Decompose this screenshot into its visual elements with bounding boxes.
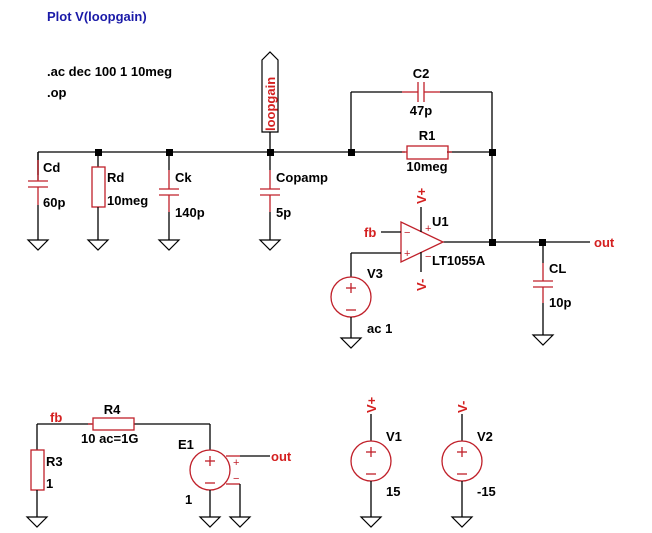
r4-name: R4: [104, 402, 121, 417]
cl-name: CL: [549, 261, 566, 276]
ac-directive[interactable]: .ac dec 100 1 10meg: [47, 64, 172, 79]
resistor-r3[interactable]: R3 1: [26, 449, 63, 528]
voltage-source-v1[interactable]: V+ V1 15: [350, 396, 402, 528]
e1-out-plus-sign: +: [233, 457, 239, 469]
voltage-source-v2[interactable]: V- V2 -15: [441, 401, 496, 528]
e1-name: E1: [178, 437, 194, 452]
v3-name: V3: [367, 266, 383, 281]
ground-icon: [87, 239, 109, 251]
v1-value: 15: [386, 484, 400, 499]
copamp-value: 5p: [276, 205, 291, 220]
ground-icon: [259, 239, 281, 251]
junction-opamp-out: [489, 239, 496, 246]
net-label-fb-bottom: fb: [50, 410, 62, 425]
resistor-r4[interactable]: R4 10 ac=1G: [81, 402, 138, 446]
e1-value: 1: [185, 492, 192, 507]
capacitor-ck[interactable]: Ck 140p: [158, 152, 205, 251]
u1-vminus-label: V-: [414, 279, 429, 291]
cd-value: 60p: [43, 195, 65, 210]
resistor-rd[interactable]: Rd 10meg: [87, 152, 148, 251]
ck-name: Ck: [175, 170, 192, 185]
junctions: [95, 149, 546, 246]
r4-value: 10 ac=1G: [81, 431, 138, 446]
c2-value: 47p: [410, 103, 432, 118]
c2-name: C2: [413, 66, 430, 81]
ground-icon: [199, 516, 221, 528]
vcvs-e1[interactable]: + − E1 1: [178, 437, 270, 528]
net-flag-loopgain[interactable]: loopgain: [261, 51, 279, 133]
ground-icon: [340, 337, 362, 349]
resistor-r1[interactable]: R1 10meg: [402, 128, 452, 174]
capacitor-cd[interactable]: Cd 60p: [27, 152, 65, 251]
net-label-loopgain: loopgain: [263, 77, 278, 131]
opamp-u1[interactable]: − + + − V+ V- U1 LT1055A: [351, 187, 486, 291]
ground-icon: [229, 516, 251, 528]
ground-icon: [158, 239, 180, 251]
ck-value: 140p: [175, 205, 205, 220]
cl-value: 10p: [549, 295, 571, 310]
ground-icon: [26, 516, 48, 528]
supply-plus-sign: +: [425, 223, 431, 235]
ground-icon: [532, 334, 554, 346]
op-directive[interactable]: .op: [47, 85, 67, 100]
ground-icon: [27, 239, 49, 251]
opamp-plus-sign: +: [404, 248, 410, 260]
junction-c2-right: [489, 149, 496, 156]
net-label-fb-opamp: fb: [364, 225, 376, 240]
voltage-source-v3[interactable]: V3 ac 1: [330, 253, 392, 349]
r3-name: R3: [46, 454, 63, 469]
main-node-wires: [37, 91, 590, 243]
v3-value: ac 1: [367, 321, 392, 336]
u1-vplus-label: V+: [414, 187, 429, 204]
supply-minus-sign: −: [425, 251, 431, 263]
rd-name: Rd: [107, 170, 124, 185]
junction-c2-left: [348, 149, 355, 156]
bottom-wires: [36, 423, 211, 450]
opamp-minus-sign: −: [404, 227, 410, 239]
ground-icon: [451, 516, 473, 528]
e1-out-minus-sign: −: [233, 473, 239, 485]
net-label-out-bottom: out: [271, 449, 292, 464]
v2-vminus-label: V-: [455, 401, 470, 413]
copamp-name: Copamp: [276, 170, 328, 185]
v1-name: V1: [386, 429, 402, 444]
r3-value: 1: [46, 476, 53, 491]
r1-value: 10meg: [406, 159, 447, 174]
capacitor-copamp[interactable]: Copamp 5p: [259, 152, 328, 251]
rd-value: 10meg: [107, 193, 148, 208]
cd-name: Cd: [43, 160, 60, 175]
u1-value: LT1055A: [432, 253, 486, 268]
capacitor-c2[interactable]: C2 47p: [402, 66, 440, 118]
plot-directive[interactable]: Plot V(loopgain): [47, 9, 147, 24]
v2-name: V2: [477, 429, 493, 444]
r1-name: R1: [419, 128, 436, 143]
u1-name: U1: [432, 214, 449, 229]
capacitor-cl[interactable]: CL 10p: [532, 242, 571, 346]
ground-icon: [360, 516, 382, 528]
net-label-out-top: out: [594, 235, 615, 250]
v2-value: -15: [477, 484, 496, 499]
v1-vplus-label: V+: [364, 396, 379, 413]
